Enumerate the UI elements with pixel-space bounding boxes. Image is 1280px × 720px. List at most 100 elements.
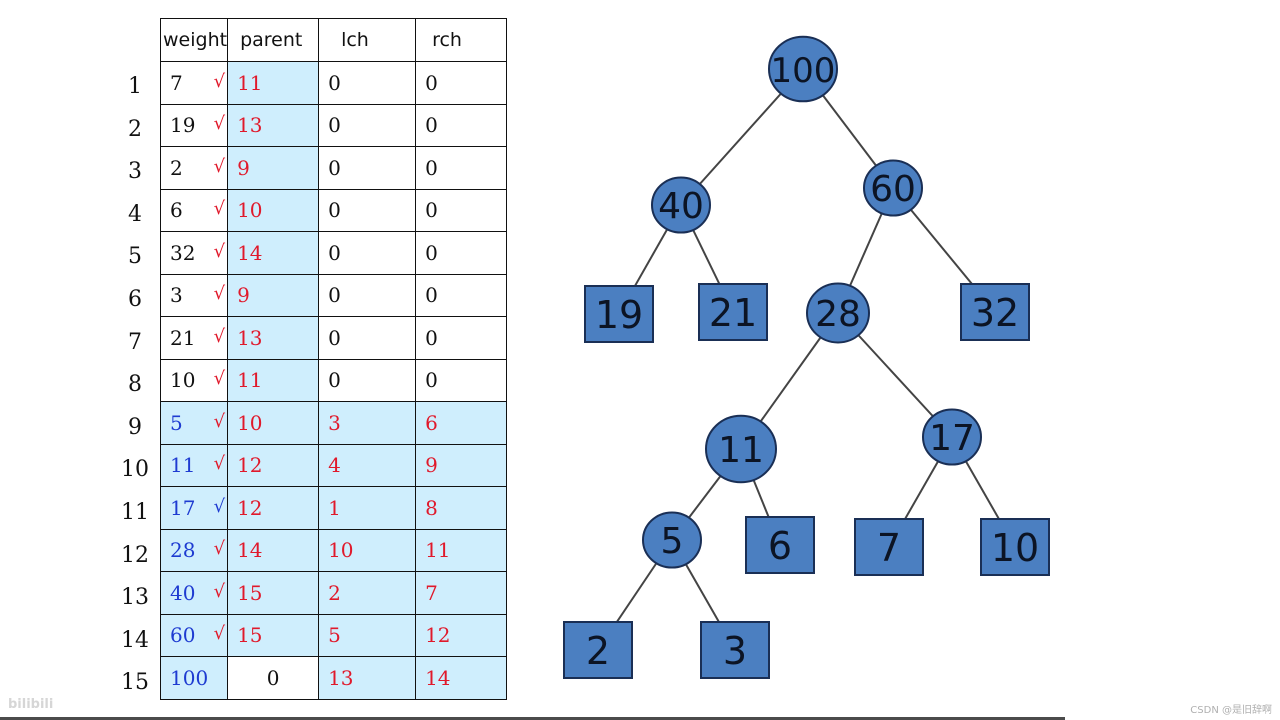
cell-parent-value: 9	[237, 283, 250, 308]
cell-rch-value: 0	[425, 198, 438, 223]
check-mark-icon: √	[213, 240, 226, 262]
row-number: 10	[121, 457, 149, 483]
cell-parent: 11	[227, 61, 320, 105]
tree-leaf-node: 2	[563, 621, 633, 679]
node-label: 6	[768, 524, 792, 568]
row-number: 14	[121, 627, 149, 653]
cell-lch: 0	[318, 188, 417, 232]
cell-parent-value: 14	[237, 240, 263, 265]
tree-internal-node: 28	[806, 282, 870, 344]
cell-lch-value: 0	[328, 325, 341, 350]
check-mark-icon: √	[213, 538, 226, 560]
cell-parent: 9	[227, 273, 320, 317]
cell-weight-value: 2	[170, 155, 183, 180]
cell-parent-value: 12	[237, 453, 263, 478]
tree-leaf-node: 32	[960, 283, 1030, 341]
cell-weight: 2√	[159, 146, 229, 190]
cell-weight: 7√	[159, 61, 229, 105]
check-mark-icon: √	[213, 623, 226, 645]
cell-lch-value: 13	[328, 665, 354, 690]
cell-lch-value: 4	[328, 453, 341, 478]
tree-internal-node: 17	[922, 408, 982, 466]
cell-rch: 9	[415, 443, 508, 487]
cell-parent: 13	[227, 316, 320, 360]
tree-internal-node: 60	[863, 159, 923, 217]
row-number: 1	[128, 74, 142, 99]
cell-weight-value: 3	[170, 283, 183, 308]
cell-weight-value: 6	[170, 198, 183, 223]
cell-rch-value: 8	[425, 495, 438, 520]
cell-parent-value: 12	[237, 495, 263, 520]
row-number: 8	[128, 372, 142, 398]
cell-weight: 32 √	[159, 231, 229, 275]
cell-lch: 3	[318, 401, 417, 445]
cell-weight: 19√	[159, 103, 229, 147]
cell-weight-value: 100	[170, 665, 209, 690]
cell-weight: 100	[159, 656, 229, 700]
cell-rch-value: 9	[425, 453, 438, 478]
cell-rch: 0	[415, 231, 508, 275]
watermark: bilibili	[8, 697, 54, 712]
cell-rch-value: 0	[425, 70, 438, 95]
cell-rch: 0	[415, 61, 508, 105]
row-number: 5	[128, 244, 142, 270]
cell-weight: 60√	[159, 613, 229, 657]
cell-parent: 15	[227, 571, 320, 615]
check-mark-icon: √	[213, 410, 226, 432]
header-parent: parent	[227, 18, 320, 62]
tree-leaf-node: 3	[700, 621, 770, 679]
cell-parent: 14	[227, 528, 320, 572]
cell-lch: 10	[318, 528, 417, 572]
cell-parent-value: 10	[237, 198, 263, 223]
cell-lch-value: 0	[328, 113, 341, 138]
node-label: 7	[877, 526, 901, 570]
cell-parent-value: 0	[266, 665, 280, 690]
tree-leaf-node: 21	[698, 283, 768, 341]
header-weight: weight	[159, 18, 229, 62]
check-mark-icon: √	[213, 198, 226, 220]
cell-weight-value: 32	[170, 240, 196, 265]
cell-parent: 12	[227, 443, 320, 487]
tree-internal-node: 5	[642, 511, 702, 569]
header-rch: rch	[415, 18, 508, 62]
row-number: 9	[128, 414, 142, 440]
table-row: 5√10 3 6	[159, 401, 508, 445]
cell-parent: 12	[227, 486, 320, 530]
cell-parent-value: 11	[237, 70, 263, 95]
cell-rch: 0	[415, 188, 508, 232]
cell-weight: 5√	[159, 401, 229, 445]
cell-parent: 10	[227, 401, 320, 445]
cell-lch-value: 3	[328, 410, 341, 435]
row-number: 6	[128, 287, 142, 312]
check-mark-icon: √	[213, 283, 226, 305]
cell-rch: 6	[415, 401, 508, 445]
node-label: 60	[870, 169, 916, 210]
row-number: 3	[128, 159, 142, 185]
check-mark-icon: √	[213, 368, 226, 390]
cell-lch-value: 2	[328, 580, 341, 605]
node-label: 2	[586, 629, 610, 673]
cell-lch: 1	[318, 486, 417, 530]
cell-weight-value: 21	[170, 325, 196, 350]
cell-weight-value: 10	[170, 368, 196, 393]
cell-rch-value: 0	[425, 240, 438, 265]
cell-parent-value: 9	[237, 155, 250, 180]
cell-lch-value: 0	[328, 70, 341, 95]
node-label: 17	[929, 418, 975, 459]
row-number: 2	[128, 116, 142, 142]
row-number: 7	[128, 329, 142, 355]
header-lch: lch	[318, 18, 417, 62]
cell-lch-value: 0	[328, 368, 341, 393]
node-label: 28	[815, 294, 861, 335]
cell-parent-value: 15	[237, 580, 263, 605]
cell-weight: 17√	[159, 486, 229, 530]
node-label: 40	[658, 186, 704, 227]
footer-credit: CSDN @是旧辞啊	[1190, 705, 1272, 716]
